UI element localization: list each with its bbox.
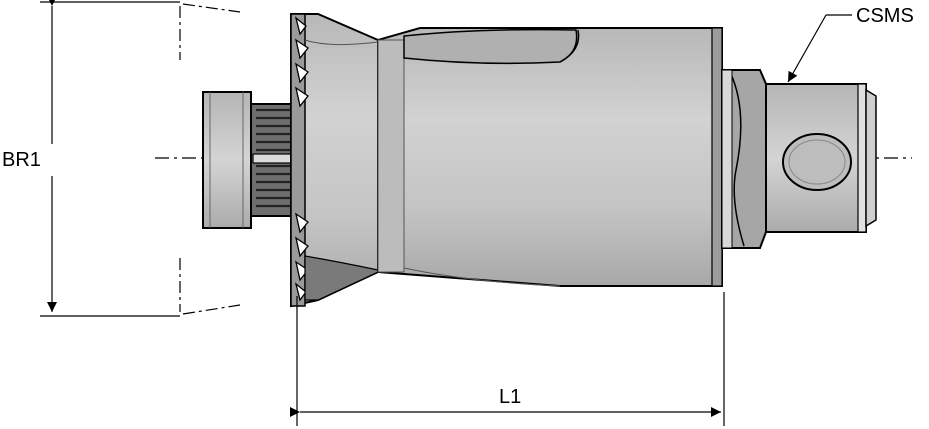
l1-dimension xyxy=(290,292,725,426)
phantom-outline xyxy=(179,3,241,315)
csms-label: CSMS xyxy=(856,5,914,27)
csms-shank xyxy=(765,83,877,233)
pilot-nut xyxy=(202,91,252,229)
br1-label: BR1 xyxy=(2,149,41,171)
neck xyxy=(721,69,767,249)
csms-leader xyxy=(787,14,852,83)
br1-dimension xyxy=(40,0,180,317)
thread-section xyxy=(250,103,296,217)
shank-hole xyxy=(782,133,852,191)
main-body xyxy=(377,27,723,287)
cutting-head xyxy=(290,13,379,308)
l1-label: L1 xyxy=(499,386,521,408)
